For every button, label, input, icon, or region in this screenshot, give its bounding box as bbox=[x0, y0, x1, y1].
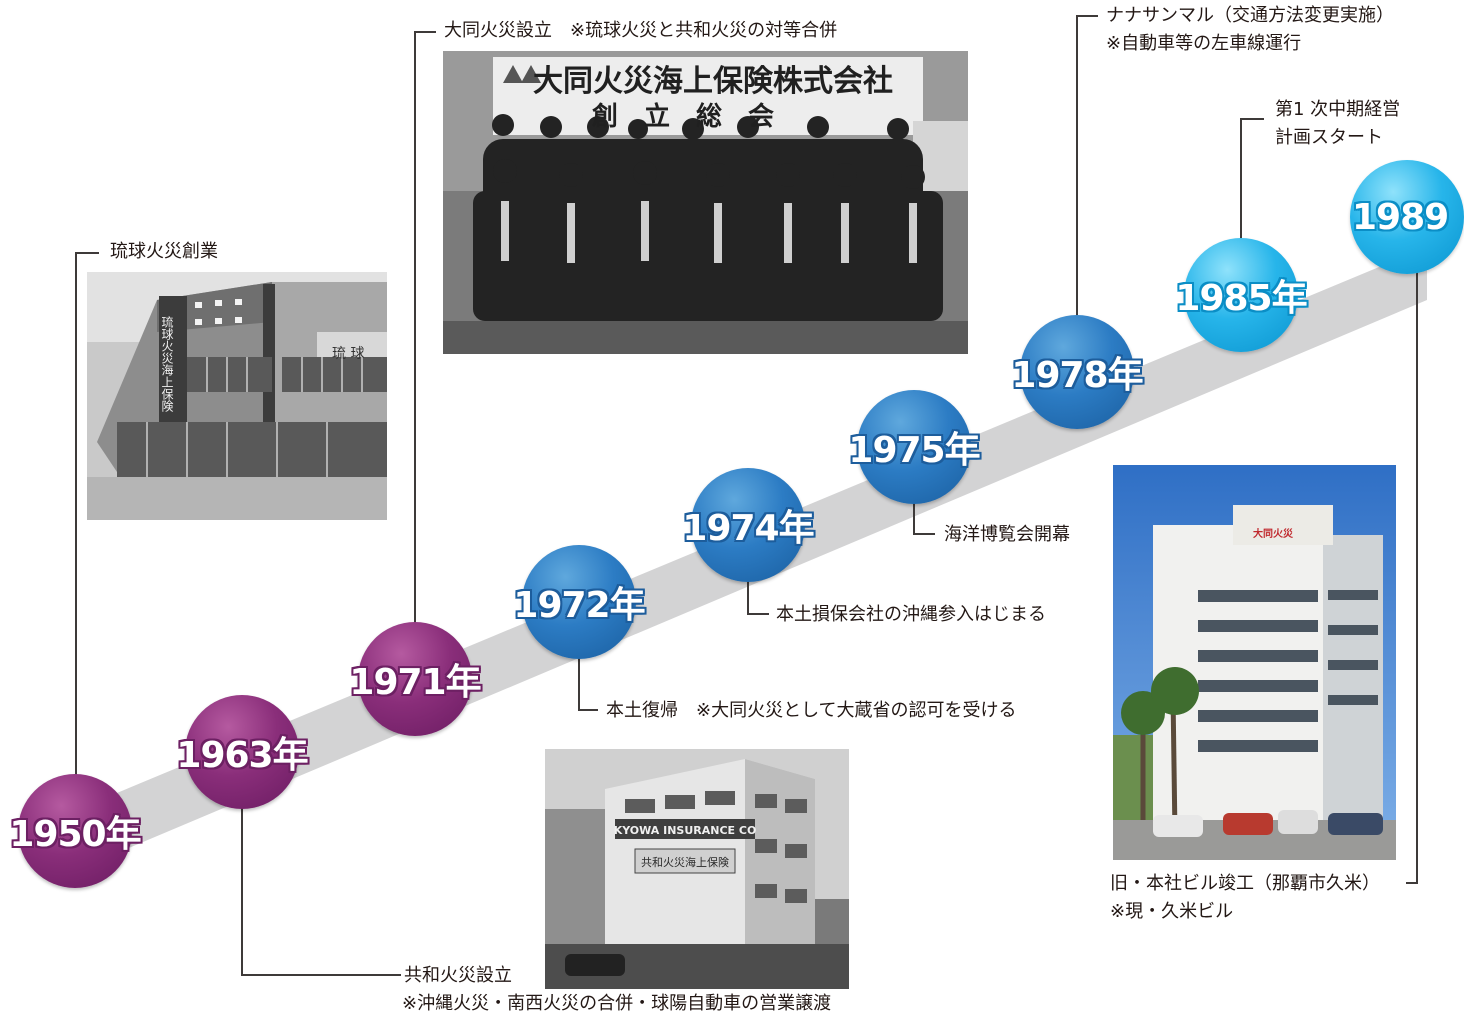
year-label: 1975年 bbox=[848, 430, 980, 471]
node-1975: 1975年 bbox=[848, 390, 981, 504]
event-1985-label: 第1 次中期経営 計画スタート bbox=[1275, 96, 1400, 152]
photo-founding-meeting: 大同火災海上保険株式会社 創 立 総 会 bbox=[443, 51, 968, 354]
connector-1963 bbox=[241, 805, 401, 976]
node-1950: 1950年 bbox=[9, 774, 142, 888]
connector-1974 bbox=[747, 578, 769, 615]
year-label: 1972年 bbox=[513, 585, 645, 626]
year-label: 1978年 bbox=[1011, 355, 1143, 396]
photo-ryukyu-building: 琉球火災海上保険 琉 球 bbox=[87, 272, 387, 520]
year-label: 1971年 bbox=[349, 662, 481, 703]
photo-hq-building: 大同火災 bbox=[1113, 465, 1396, 860]
event-1978-label: ナナサンマル（交通方法変更実施） ※自動車等の左車線運行 bbox=[1106, 2, 1394, 58]
event-1971-label: 大同火災設立 ※琉球火災と共和火災の対等合併 bbox=[444, 20, 838, 41]
timeline-diagram: 1950年 1963年 1971年 1972年 1974年 1975年 1978… bbox=[9, 2, 1464, 1018]
connector-1971 bbox=[414, 31, 436, 623]
node-1985: 1985年 bbox=[1175, 238, 1308, 352]
photo-banner-line1: 大同火災海上保険株式会社 bbox=[533, 64, 893, 99]
event-1963-line2: ※沖縄火災・南西火災の合併・球陽自動車の営業譲渡 bbox=[402, 993, 832, 1014]
year-label: 1950年 bbox=[9, 814, 141, 855]
connector-1950 bbox=[75, 252, 99, 778]
year-label: 1985年 bbox=[1175, 278, 1307, 319]
photo-banner-line2: 創 立 総 会 bbox=[592, 101, 774, 132]
connector-1985 bbox=[1240, 118, 1264, 240]
photo-ryukyu-sign-vertical: 琉球火災海上保険 bbox=[160, 316, 174, 413]
node-1971: 1971年 bbox=[349, 622, 482, 736]
node-1974: 1974年 bbox=[682, 468, 815, 582]
event-1950-label: 琉球火災創業 bbox=[110, 241, 218, 262]
photo-hq-sign: 大同火災 bbox=[1253, 527, 1294, 540]
year-label: 1974年 bbox=[682, 508, 814, 549]
year-label: 1989 bbox=[1352, 196, 1449, 238]
connector-1975 bbox=[913, 497, 935, 535]
event-1963-line1: 共和火災設立 bbox=[404, 965, 512, 986]
node-1978: 1978年 bbox=[1011, 315, 1144, 429]
connector-1989 bbox=[1406, 265, 1418, 884]
node-1963: 1963年 bbox=[176, 695, 309, 809]
year-label: 1963年 bbox=[176, 735, 308, 776]
event-1974-label: 本土損保会社の沖縄参入はじまる bbox=[776, 604, 1046, 625]
photo-ryukyu-sign-top: 琉 球 bbox=[332, 346, 364, 362]
event-1963-label: 共和火災設立 ※沖縄火災・南西火災の合併・球陽自動車の営業譲渡 bbox=[402, 962, 832, 1018]
photo-kyowa-sign-en: KYOWA INSURANCE CO bbox=[614, 824, 757, 837]
event-1972-label: 本土復帰 ※大同火災として大蔵省の認可を受ける bbox=[606, 700, 1017, 721]
event-1989-line2: ※現・久米ビル bbox=[1110, 901, 1234, 922]
event-1989-line1: 旧・本社ビル竣工（那覇市久米） bbox=[1110, 873, 1380, 894]
event-1985-line2: 計画スタート bbox=[1275, 127, 1383, 148]
event-1989-label: 旧・本社ビル竣工（那覇市久米） ※現・久米ビル bbox=[1110, 870, 1380, 926]
photo-kyowa-sign-jp: 共和火災海上保険 bbox=[641, 855, 729, 869]
event-1975-label: 海洋博覧会開幕 bbox=[944, 524, 1070, 545]
connector-1972 bbox=[578, 648, 598, 711]
node-1972: 1972年 bbox=[513, 545, 646, 659]
node-1989: 1989 bbox=[1350, 160, 1464, 274]
photo-kyowa-building: KYOWA INSURANCE CO 共和火災海上保険 bbox=[545, 749, 849, 989]
event-1985-line1: 第1 次中期経営 bbox=[1275, 99, 1401, 120]
connector-1978 bbox=[1076, 15, 1098, 316]
event-1978-line2: ※自動車等の左車線運行 bbox=[1106, 33, 1302, 54]
event-1978-line1: ナナサンマル（交通方法変更実施） bbox=[1106, 5, 1394, 26]
